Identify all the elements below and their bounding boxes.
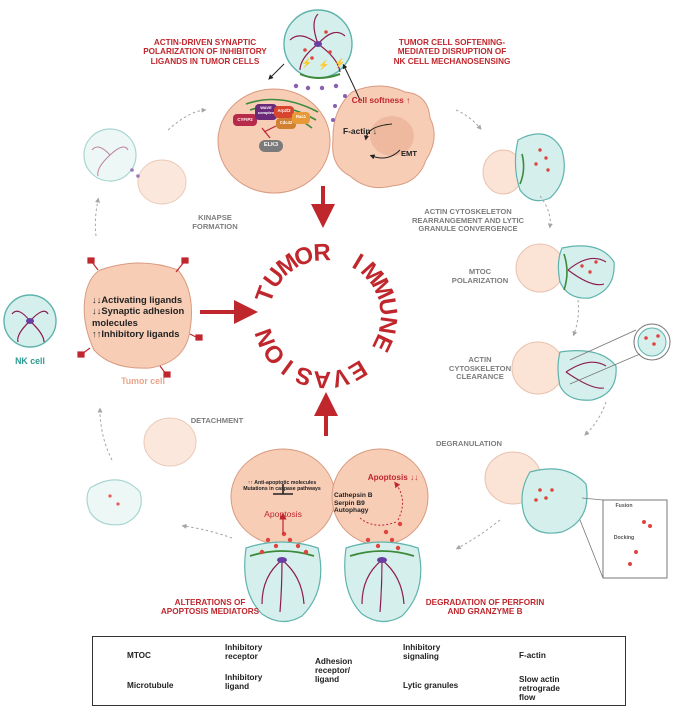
stage-clearance [511,323,671,401]
legend-factin: F-actin [519,651,546,660]
actin-rearrangement-label: ACTIN CYTOSKELETON REARRANGEMENT AND LYT… [411,207,525,234]
svg-text:⚡: ⚡ [318,59,329,71]
tumor-text-line-3: molecules [92,316,138,328]
tumor-cell-text: ↓↓Activating ligands ↓↓Synaptic adhesion… [92,294,194,339]
cycle-arrows [94,107,607,550]
bottom-right-tumor [331,448,429,623]
legend-microtubule: Microtubule [127,681,173,690]
arp-block [274,106,294,118]
left-tumor-cell [77,257,203,378]
fusion-label: Fusion [615,503,633,509]
legend-label: MTOC [127,651,151,660]
tumor-text-line-4: ↑↑Inhibitory ligands [92,327,180,339]
ring-letter: N [373,315,402,336]
cathepsin-label: Cathepsin B Serpin B9 Autophagy [334,492,373,515]
factin-down-label: F-actin ↓ [343,126,377,136]
stage-rearrangement [482,133,565,202]
top-left-title: ACTIN-DRIVEN SYNAPTIC POLARIZATION OF IN… [143,38,267,66]
legend-adhesion: Adhesion receptor/ ligand [315,657,352,684]
degranulation-zoom-box [602,499,668,579]
legend-label: Inhibitory ligand [225,673,263,692]
top-panel: ⚡ ⚡ ⚡ [217,9,435,228]
legend: MTOC Inhibitory receptor Adhesion recept… [92,636,626,706]
nk-cell-label: NK cell [15,356,45,366]
tumor-text-line-1: ↓↓Activating ligands [92,294,183,305]
stage-degranulation [484,451,668,579]
alterations-title: ALTERATIONS OF APOPTOSIS MEDIATORS [160,598,260,617]
legend-label: F-actin [519,651,546,660]
wave-label: WAVE complex [257,105,275,115]
cyfip2-block [233,114,257,126]
cdc42-block [276,118,296,129]
apoptosis-left-label: Apoptosis [264,509,302,519]
ring-letter: A [313,365,332,393]
rac1-block [292,112,310,124]
legend-label: Inhibitory receptor [225,643,263,662]
bottom-left-tumor [230,448,336,623]
legend-label: Slow actin retrograde flow [519,675,560,703]
arp23-label: Arp2/3 [277,108,291,113]
legend-label: Lytic granules [403,681,459,690]
stage-mtoc [515,243,615,299]
degranulation-label: DEGRANULATION [435,439,503,448]
elk3-block [259,140,283,152]
legend-label: Adhesion receptor/ ligand [315,657,353,685]
degradation-title: DEGRADATION OF PERFORIN AND GRANZYME B [425,598,545,617]
svg-text:⚡: ⚡ [301,57,312,69]
legend-lytic-granules: Lytic granules [403,681,458,690]
ring-letter: S [292,360,316,391]
ring-letter: R [313,239,332,267]
anti-apoptotic-label: ↑↑ Anti-apoptotic molecules Mutations in… [243,480,321,492]
legend-inhibitory-signaling: Inhibitory signaling [403,643,440,661]
ring-letter: U [373,296,402,317]
wave-block [255,104,277,120]
apoptosis-right-label: Apoptosis ↓↓ [367,473,419,482]
ring-letter: V [329,362,351,392]
left-nk-cell [3,294,57,348]
tumor-text-line-2: ↓↓Synaptic adhesion [92,305,185,317]
top-right-title: TUMOR CELL SOFTENING- MEDIATED DISRUPTIO… [393,38,511,66]
cyfip2-label: CYFIP2 [237,117,253,122]
actin-clearance-label: ACTIN CYTOSKELETON CLEARANCE [448,355,512,382]
mtoc-polarization-label: MTOC POLARIZATION [451,267,509,285]
kinapse-label: KINAPSE FORMATION [192,213,238,231]
legend-label: Microtubule [127,681,174,690]
rac1-label: Rac1 [295,114,306,119]
legend-mtoc: MTOC [127,651,151,660]
docking-label: Docking [613,535,635,541]
legend-slow-actin: Slow actin retrograde flow [519,675,560,702]
detachment-label: DETACHMENT [190,416,244,425]
cdc42-label: Cdc42 [279,120,293,125]
legend-inhibitory-receptor: Inhibitory receptor [225,643,262,661]
legend-label: Inhibitory signaling [403,643,441,662]
emt-label: EMT [400,149,418,158]
stage-detachment [86,417,197,526]
svg-text:⚡: ⚡ [334,57,345,69]
stage-kinapse [83,128,187,205]
legend-inhibitory-ligand: Inhibitory ligand [225,673,262,691]
cell-softness-label: Cell softness ↑ [351,95,411,105]
tumor-cell-label: Tumor cell [121,376,165,386]
elk3-label: ELK3 [263,142,279,148]
